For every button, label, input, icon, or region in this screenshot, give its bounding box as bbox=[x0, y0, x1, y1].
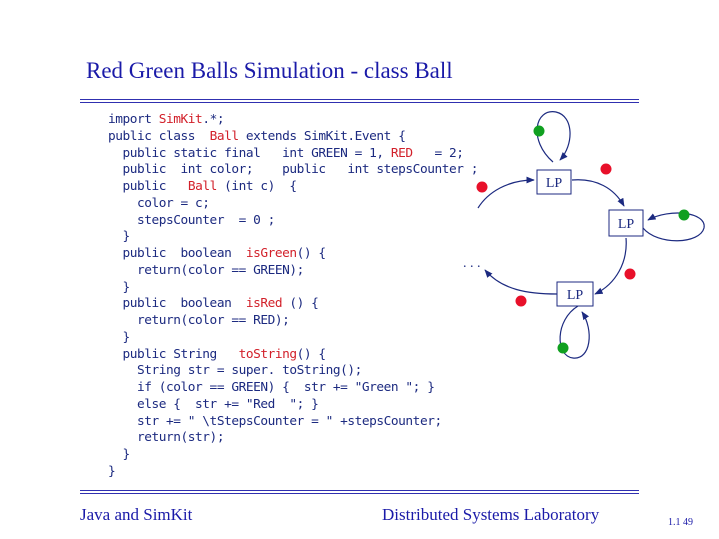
code-line: return(color == GREEN); bbox=[108, 263, 478, 280]
lp-box-right: LP bbox=[608, 209, 644, 237]
code-identifier: Ball bbox=[209, 128, 239, 144]
lp-box-top: LP bbox=[536, 169, 572, 195]
green-ball bbox=[533, 125, 545, 137]
lp-label: LP bbox=[618, 217, 635, 232]
code-line: public boolean isRed () { bbox=[108, 296, 478, 313]
code-text: public boolean bbox=[108, 296, 246, 312]
code-text: import bbox=[108, 112, 159, 127]
code-line: color = c; bbox=[108, 196, 478, 213]
code-text: } bbox=[108, 329, 131, 345]
code-text: stepsCounter = 0 ; bbox=[108, 212, 275, 228]
arrow-top-to-right bbox=[571, 179, 625, 207]
code-text: () { bbox=[296, 246, 326, 261]
self-loop-right bbox=[642, 212, 705, 242]
code-text: public static final int GREEN = 1, bbox=[108, 145, 391, 161]
code-text: String str = super. toString(); bbox=[108, 363, 362, 379]
code-line: else { str += "Red "; } bbox=[108, 397, 478, 414]
code-line: } bbox=[108, 464, 478, 481]
code-identifier: RED bbox=[390, 145, 413, 161]
code-line: if (color == GREEN) { str += "Green "; } bbox=[108, 380, 478, 397]
red-ball bbox=[476, 181, 488, 193]
code-text: str += " \tStepsCounter = " +stepsCounte… bbox=[108, 413, 442, 429]
code-line: public static final int GREEN = 1, RED =… bbox=[108, 146, 478, 163]
code-line: } bbox=[108, 229, 478, 246]
code-text: if (color == GREEN) { str += "Green "; } bbox=[108, 380, 435, 395]
code-line: public boolean isGreen() { bbox=[108, 246, 478, 263]
code-text: } bbox=[108, 447, 131, 462]
arrow-in-to-top bbox=[477, 176, 535, 209]
code-line: return(str); bbox=[108, 430, 478, 447]
red-ball bbox=[600, 163, 612, 175]
code-line: public class Ball extends SimKit.Event { bbox=[108, 129, 478, 146]
code-line: } bbox=[108, 447, 478, 464]
title-rule-top bbox=[80, 99, 639, 100]
code-text: public boolean bbox=[108, 246, 246, 261]
footer-rule-bottom bbox=[80, 493, 639, 494]
title-rule-bottom bbox=[80, 102, 639, 103]
code-line: public Ball (int c) { bbox=[108, 179, 478, 196]
code-line: stepsCounter = 0 ; bbox=[108, 213, 478, 230]
code-identifier: Ball bbox=[187, 179, 217, 194]
arrow-bottom-out bbox=[484, 269, 558, 295]
footer-course: Java and SimKit bbox=[80, 505, 193, 524]
code-line: String str = super. toString(); bbox=[108, 363, 478, 380]
code-text: return(color == GREEN); bbox=[108, 262, 304, 278]
code-text: public int color; public int stepsCounte… bbox=[108, 162, 479, 178]
red-ball bbox=[515, 295, 527, 307]
self-loop-bottom bbox=[559, 305, 590, 359]
code-identifier: SimKit bbox=[158, 112, 203, 127]
code-text: } bbox=[108, 279, 131, 295]
slide-title: Red Green Balls Simulation - class Ball bbox=[86, 58, 453, 83]
code-text: return(str); bbox=[108, 430, 225, 446]
code-text: return(color == RED); bbox=[108, 313, 290, 328]
code-identifier: toString bbox=[238, 346, 297, 362]
code-text: extends SimKit.Event { bbox=[238, 128, 406, 144]
ellipsis: . . . bbox=[463, 256, 481, 271]
code-text: } bbox=[108, 463, 116, 479]
self-loop-top bbox=[536, 111, 571, 163]
green-ball bbox=[557, 342, 569, 354]
red-ball bbox=[624, 268, 636, 280]
footer-lab: Distributed Systems Laboratory bbox=[382, 505, 600, 524]
code-text: } bbox=[108, 229, 131, 245]
code-line: str += " \tStepsCounter = " +stepsCounte… bbox=[108, 414, 478, 431]
footer-rule-top bbox=[80, 490, 639, 491]
code-text: = 2; bbox=[412, 145, 464, 161]
page-number: 1.1 49 bbox=[668, 517, 693, 528]
code-line: } bbox=[108, 280, 478, 297]
code-text: public bbox=[108, 179, 188, 194]
code-text: () { bbox=[296, 346, 326, 362]
code-text: (int c) { bbox=[216, 179, 297, 194]
code-identifier: isRed bbox=[245, 296, 283, 312]
code-line: return(color == RED); bbox=[108, 313, 478, 330]
code-text: color = c; bbox=[108, 195, 210, 211]
code-line: public int color; public int stepsCounte… bbox=[108, 162, 479, 179]
code-line: public String toString() { bbox=[108, 347, 478, 364]
code-line: import SimKit.*; bbox=[108, 112, 478, 129]
code-text: .*; bbox=[202, 112, 225, 127]
code-text: else { str += "Red "; } bbox=[108, 396, 319, 412]
code-identifier: isGreen bbox=[245, 246, 297, 261]
green-ball bbox=[678, 209, 690, 221]
lp-box-bottom: LP bbox=[556, 281, 594, 307]
code-text: public String bbox=[108, 346, 239, 362]
code-line: } bbox=[108, 330, 478, 347]
code-text: public class bbox=[108, 128, 210, 144]
lp-label: LP bbox=[567, 288, 584, 303]
lp-label: LP bbox=[546, 176, 563, 191]
arrow-right-to-bottom bbox=[594, 237, 627, 295]
code-text: () { bbox=[282, 296, 319, 312]
code-listing: import SimKit.*;public class Ball extend… bbox=[108, 112, 478, 481]
